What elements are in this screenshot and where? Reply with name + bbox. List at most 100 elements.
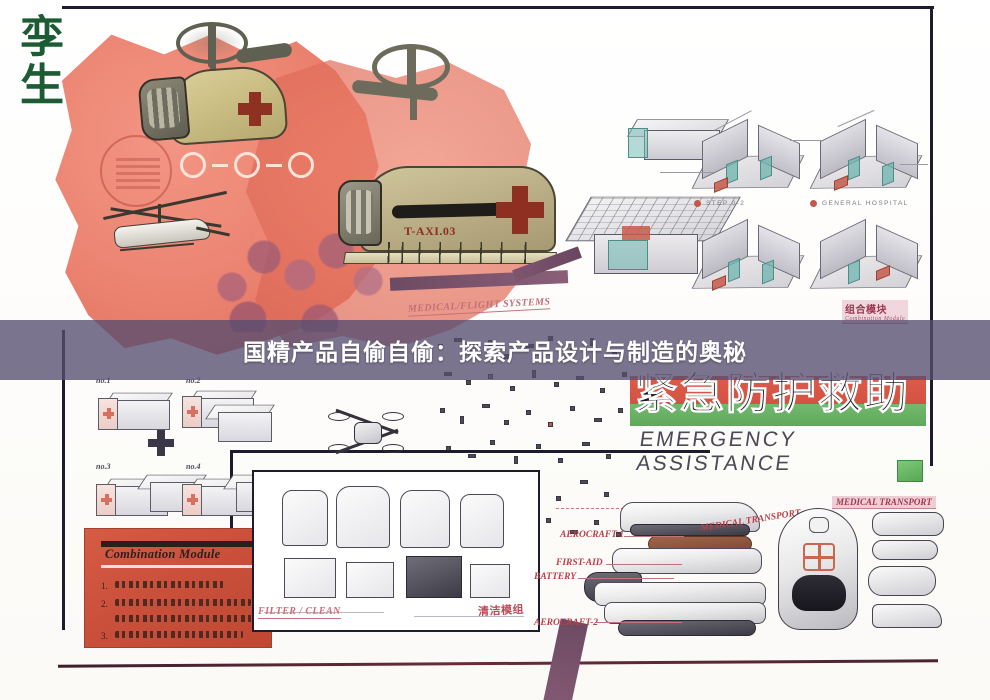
red-cross-icon <box>103 408 114 419</box>
caption-text: 国精产品自偷自偷：探索产品设计与制造的奥秘 <box>243 340 747 366</box>
taxi-plate-text: T-AXI.03 <box>404 224 456 238</box>
room-plan-iso <box>809 118 930 206</box>
panel-rule <box>264 612 384 613</box>
ring-connector <box>266 163 282 167</box>
filter-unit-d <box>460 494 504 548</box>
plus-icon <box>148 430 174 456</box>
filter-core-dark <box>406 556 462 598</box>
module-side-face <box>218 412 272 442</box>
vehicle-side-view-d <box>872 604 942 628</box>
panel-rule <box>414 616 524 617</box>
filter-clean-panel <box>252 470 540 632</box>
quadcopter-rotor-icon <box>328 412 350 421</box>
frame-line-middle-horizontal <box>230 450 710 453</box>
note-underline <box>101 565 253 568</box>
filter-clean-objects <box>254 472 538 630</box>
module-caption-1: no.1 <box>96 376 111 385</box>
emergency-assistance-banner: 紧急防护救助 EMERGENCY ASSISTANCE <box>626 371 932 475</box>
solar-deck-module-iso <box>565 182 746 278</box>
note-item-number: 2. <box>101 599 108 609</box>
aerocraft-midbody <box>612 548 762 574</box>
solar-module-teal-bay <box>608 240 648 270</box>
module-side-face <box>116 400 170 430</box>
banner-green-stripe <box>630 404 926 426</box>
taxi-cabin-grille <box>338 180 382 246</box>
bullet-dot-icon <box>694 200 701 207</box>
filter-unit-b <box>336 486 390 548</box>
vehicle-side-view-c <box>868 566 936 596</box>
helicopter-fuselage <box>113 217 211 249</box>
vertical-watermark-title: 孪生 <box>20 12 64 111</box>
t-axi-ambulance-illustration: T-AXI.03 <box>338 160 558 272</box>
note-item-text <box>115 599 251 606</box>
taxi-mast <box>410 84 417 120</box>
ring-chain-graphic <box>180 152 330 178</box>
note-item-number: 1. <box>101 581 108 591</box>
stamp-en-text: Combination Module <box>845 316 906 322</box>
aerocraft-exploded-view <box>560 498 810 646</box>
filter-base-c <box>470 564 510 598</box>
combination-module-note: Combination Module 1. 2. 3. <box>84 528 272 648</box>
vehicle-side-view-a <box>872 512 944 536</box>
red-cross-icon <box>101 494 112 505</box>
label-medical-transport-box: MEDICAL TRANSPORT <box>832 496 936 509</box>
stamp-cn-text: 组合模块 <box>845 305 887 316</box>
helicopter-mast <box>158 204 161 226</box>
medical-transport-vehicle-front <box>778 508 858 630</box>
vehicle-roof-lamp <box>809 517 829 533</box>
label-step-0-2: STEP 0-2 <box>706 200 746 207</box>
frame-line-left-lower <box>62 330 65 630</box>
vehicle-side-view-b <box>872 540 938 560</box>
filter-unit-a <box>282 490 328 546</box>
label-aerocraft-2: AEROCRAFT-2 <box>534 618 599 628</box>
solar-module-red-marker <box>622 226 650 240</box>
room-plan-iso <box>691 218 812 306</box>
red-cross-icon <box>238 92 272 126</box>
ring-icon <box>234 152 260 178</box>
module-no-2-stack <box>198 400 276 450</box>
quadcopter-rotor-icon <box>382 412 404 421</box>
drone-nose-grille <box>137 76 191 142</box>
leader-line <box>900 164 928 165</box>
note-title: Combination Module <box>105 547 221 561</box>
label-battery: BATTERY <box>534 572 577 582</box>
grass-foreground <box>378 242 548 264</box>
quadcopter-body <box>354 422 382 444</box>
container-teal-end <box>628 128 648 158</box>
label-first-aid: FIRST-AID <box>556 558 603 568</box>
module-caption-4: no.4 <box>186 462 201 471</box>
leader-line <box>578 578 674 579</box>
bullet-dot-icon <box>810 200 817 207</box>
label-aerocraft-1: AEROCRAFT-1 <box>560 530 625 540</box>
filter-base-a <box>284 558 336 598</box>
leader-line <box>660 172 714 173</box>
frame-line-right <box>930 6 933 466</box>
leader-line <box>624 536 684 537</box>
note-item-text <box>115 581 227 588</box>
frame-line-top <box>62 6 934 9</box>
vehicle-windshield <box>792 575 846 611</box>
aerocraft-trim <box>630 524 750 536</box>
circular-stamp-mark <box>100 135 172 207</box>
leader-line <box>606 564 682 565</box>
quadcopter-rotor-icon <box>328 444 350 453</box>
aerocraft-skid <box>618 620 756 636</box>
quadcopter-rotor-icon <box>382 444 404 453</box>
note-item-text <box>115 615 255 622</box>
label-general-hospital: GENERAL HOSPITAL <box>822 200 909 207</box>
leader-line <box>790 140 822 141</box>
red-cross-icon <box>187 406 198 417</box>
note-item-number: 3. <box>101 631 108 641</box>
room-plan-iso <box>809 218 930 306</box>
green-accent-chip <box>897 460 923 482</box>
ring-icon <box>180 152 206 178</box>
module-caption-3: no.3 <box>96 462 111 471</box>
filter-unit-c <box>400 490 450 548</box>
frame-line-bottom-rule <box>57 659 939 668</box>
banner-headline-en: EMERGENCY ASSISTANCE <box>634 428 798 475</box>
ring-icon <box>288 152 314 178</box>
dashed-guide-line <box>556 508 654 509</box>
quadcopter-sketch <box>328 408 404 462</box>
filter-base-b <box>346 562 394 598</box>
